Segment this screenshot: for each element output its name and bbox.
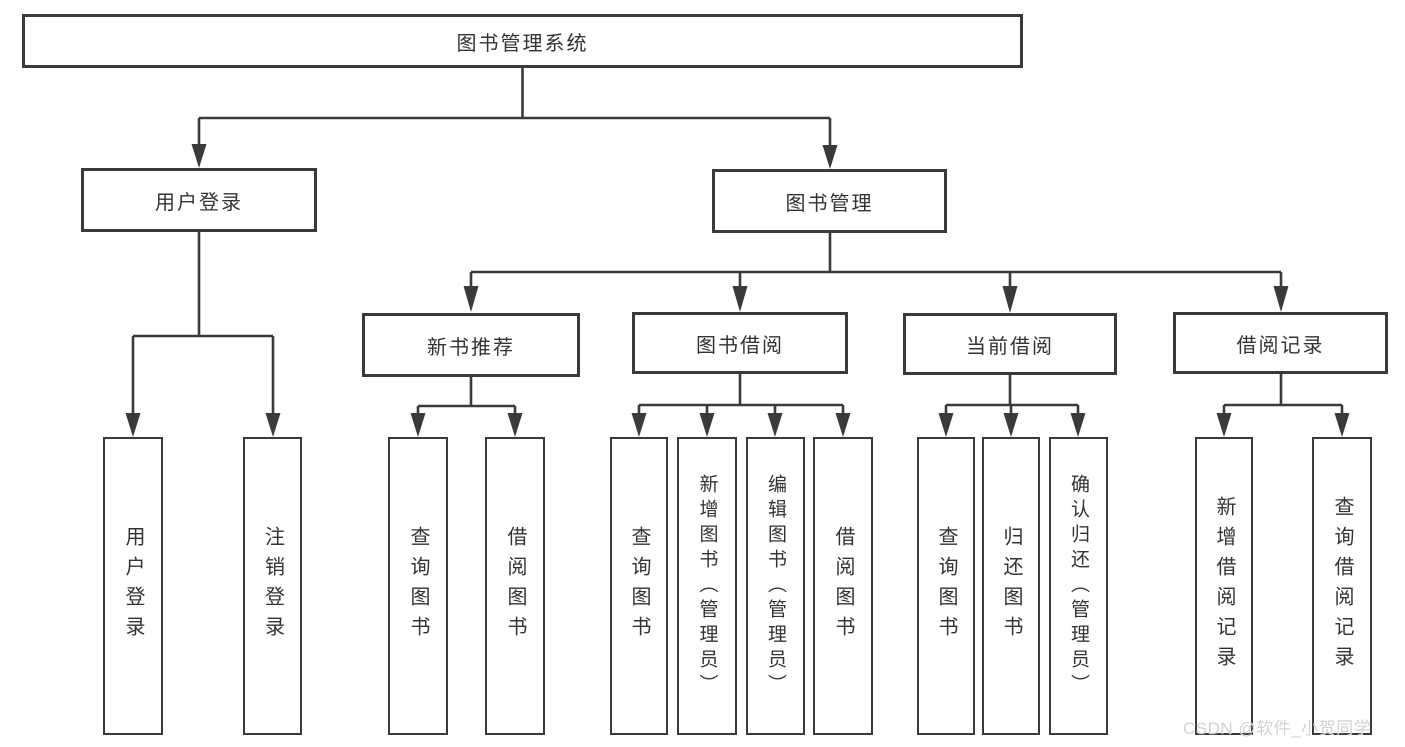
- node-label: 用户登录: [122, 526, 144, 646]
- node-current-borrow: 当前借阅: [903, 313, 1117, 375]
- node-new-book-recommend: 新书推荐: [362, 313, 580, 377]
- node-query-borrow-record: 查询借阅记录: [1312, 437, 1372, 735]
- node-book-management: 图书管理: [712, 169, 947, 233]
- node-user-login: 用户登录: [81, 168, 317, 232]
- arrowhead-user-login: [191, 144, 207, 168]
- node-label: 新增图书（管理员）: [696, 473, 718, 699]
- arrowhead-book-management: [822, 145, 838, 169]
- node-library-management-system: 图书管理系统: [22, 14, 1023, 68]
- node-logout-leaf: 注销登录: [243, 437, 302, 735]
- node-user-login-leaf: 用户登录: [103, 437, 163, 735]
- csdn-watermark: CSDN @软件_小贺同学: [1183, 719, 1372, 738]
- arrowhead-borrow-records: [1273, 286, 1289, 312]
- node-label: 编辑图书（管理员）: [765, 473, 786, 699]
- connector-book-borrow: [637, 374, 845, 414]
- node-label: 查询图书: [935, 526, 957, 646]
- arrowhead-user-login-leaf: [125, 413, 141, 437]
- node-label: 借阅图书: [832, 526, 854, 646]
- node-label: 图书借阅: [696, 334, 784, 357]
- node-label: 新书推荐: [427, 336, 515, 359]
- node-borrow-records: 借阅记录: [1173, 312, 1388, 374]
- node-book-borrow: 图书借阅: [632, 312, 848, 374]
- connector-new-book-recommend: [416, 377, 517, 414]
- node-edit-book-admin: 编辑图书（管理员）: [746, 437, 805, 735]
- node-label: 图书管理系统: [456, 32, 589, 55]
- arrowhead-logout-leaf: [265, 413, 281, 437]
- arrowhead-add-book: [699, 413, 715, 437]
- node-return-book: 归还图书: [982, 437, 1040, 735]
- node-label: 当前借阅: [966, 335, 1054, 358]
- node-label: 借阅记录: [1236, 334, 1325, 357]
- arrowhead-confirm-return: [1070, 413, 1086, 437]
- node-label: 归还图书: [1000, 526, 1022, 646]
- node-label: 查询图书: [407, 526, 429, 646]
- arrowhead-query-books-1: [410, 413, 426, 437]
- connector-root-to-level2: [197, 68, 832, 147]
- node-label: 确认归还（管理员）: [1068, 473, 1089, 699]
- arrowhead-query-borrow-record: [1334, 413, 1350, 437]
- arrowhead-borrow-books-2: [835, 413, 851, 437]
- node-add-book-admin: 新增图书（管理员）: [677, 437, 737, 735]
- node-label: 图书管理: [785, 192, 874, 215]
- arrowhead-query-books-2: [631, 413, 647, 437]
- node-label: 新增借阅记录: [1213, 496, 1235, 676]
- connector-current-borrow: [944, 375, 1080, 414]
- connector-user-login: [131, 232, 275, 414]
- arrowhead-query-books-3: [938, 413, 954, 437]
- node-borrow-books-2: 借阅图书: [813, 437, 873, 735]
- arrowhead-return-book: [1003, 413, 1019, 437]
- node-query-books-1: 查询图书: [388, 437, 448, 735]
- arrowhead-edit-book: [767, 413, 783, 437]
- node-add-borrow-record: 新增借阅记录: [1195, 437, 1253, 735]
- arrowhead-add-borrow-record: [1216, 413, 1232, 437]
- node-label: 查询借阅记录: [1331, 496, 1353, 676]
- arrowhead-new-book-recommend: [463, 286, 479, 312]
- connector-borrow-records: [1222, 374, 1344, 414]
- node-confirm-return-admin: 确认归还（管理员）: [1049, 437, 1108, 735]
- node-query-books-3: 查询图书: [917, 437, 975, 735]
- node-label: 用户登录: [155, 191, 243, 214]
- node-query-books-2: 查询图书: [610, 437, 668, 735]
- arrowhead-borrow-books-1: [507, 413, 523, 437]
- node-label: 注销登录: [261, 526, 284, 646]
- node-borrow-books-1: 借阅图书: [485, 437, 545, 735]
- arrowhead-book-borrow: [732, 286, 748, 312]
- connector-book-management: [469, 233, 1283, 287]
- arrowhead-current-borrow: [1002, 286, 1018, 313]
- node-label: 查询图书: [628, 526, 650, 646]
- node-label: 借阅图书: [504, 526, 526, 646]
